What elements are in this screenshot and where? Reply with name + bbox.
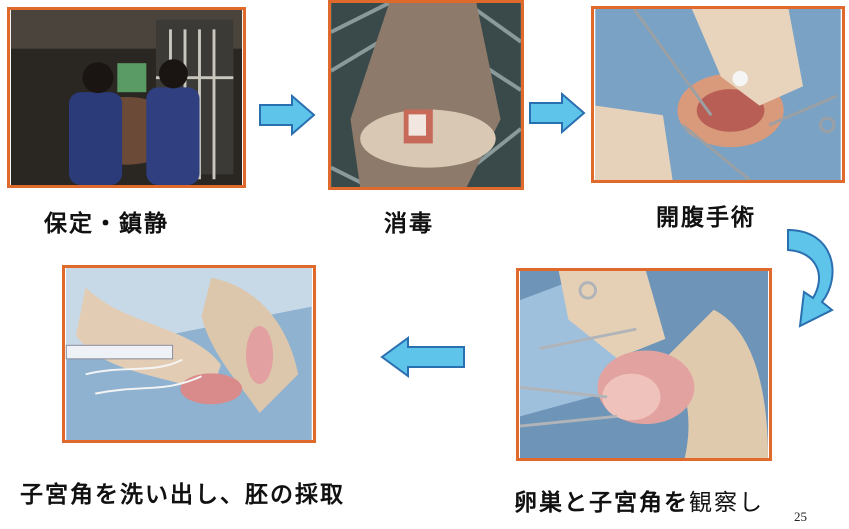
laparotomy-photo-icon xyxy=(594,9,842,180)
step-caption-observation-bold: 卵巣と子宮角を xyxy=(514,490,689,516)
disinfection-photo xyxy=(328,0,524,190)
page-number: 25 xyxy=(794,509,807,525)
embryo-collection-photo xyxy=(62,265,316,443)
embryo-flushing-photo-icon xyxy=(65,268,313,440)
right-arrow-icon xyxy=(258,94,316,136)
curved-down-arrow-icon xyxy=(780,222,849,330)
step-caption-laparotomy: 開腹手術 xyxy=(656,198,756,232)
step-caption-restraint: 保定・鎮静 xyxy=(44,204,169,238)
observation-photo xyxy=(516,268,772,461)
laparotomy-photo xyxy=(591,6,845,183)
right-arrow-icon xyxy=(528,92,586,134)
ovary-observation-photo-icon xyxy=(519,271,769,458)
disinfection-photo-icon xyxy=(331,3,521,187)
restraint-photo xyxy=(7,7,246,188)
left-arrow-icon xyxy=(380,336,466,378)
step-caption-observation: 卵巣と子宮角を観察し xyxy=(514,483,764,517)
step-caption-disinfection: 消毒 xyxy=(384,204,434,238)
pig-restraint-photo-icon xyxy=(10,10,243,185)
step-caption-observation-light: 観察し xyxy=(689,490,764,516)
step-caption-embryo-collection: 子宮角を洗い出し、胚の採取 xyxy=(20,475,345,509)
